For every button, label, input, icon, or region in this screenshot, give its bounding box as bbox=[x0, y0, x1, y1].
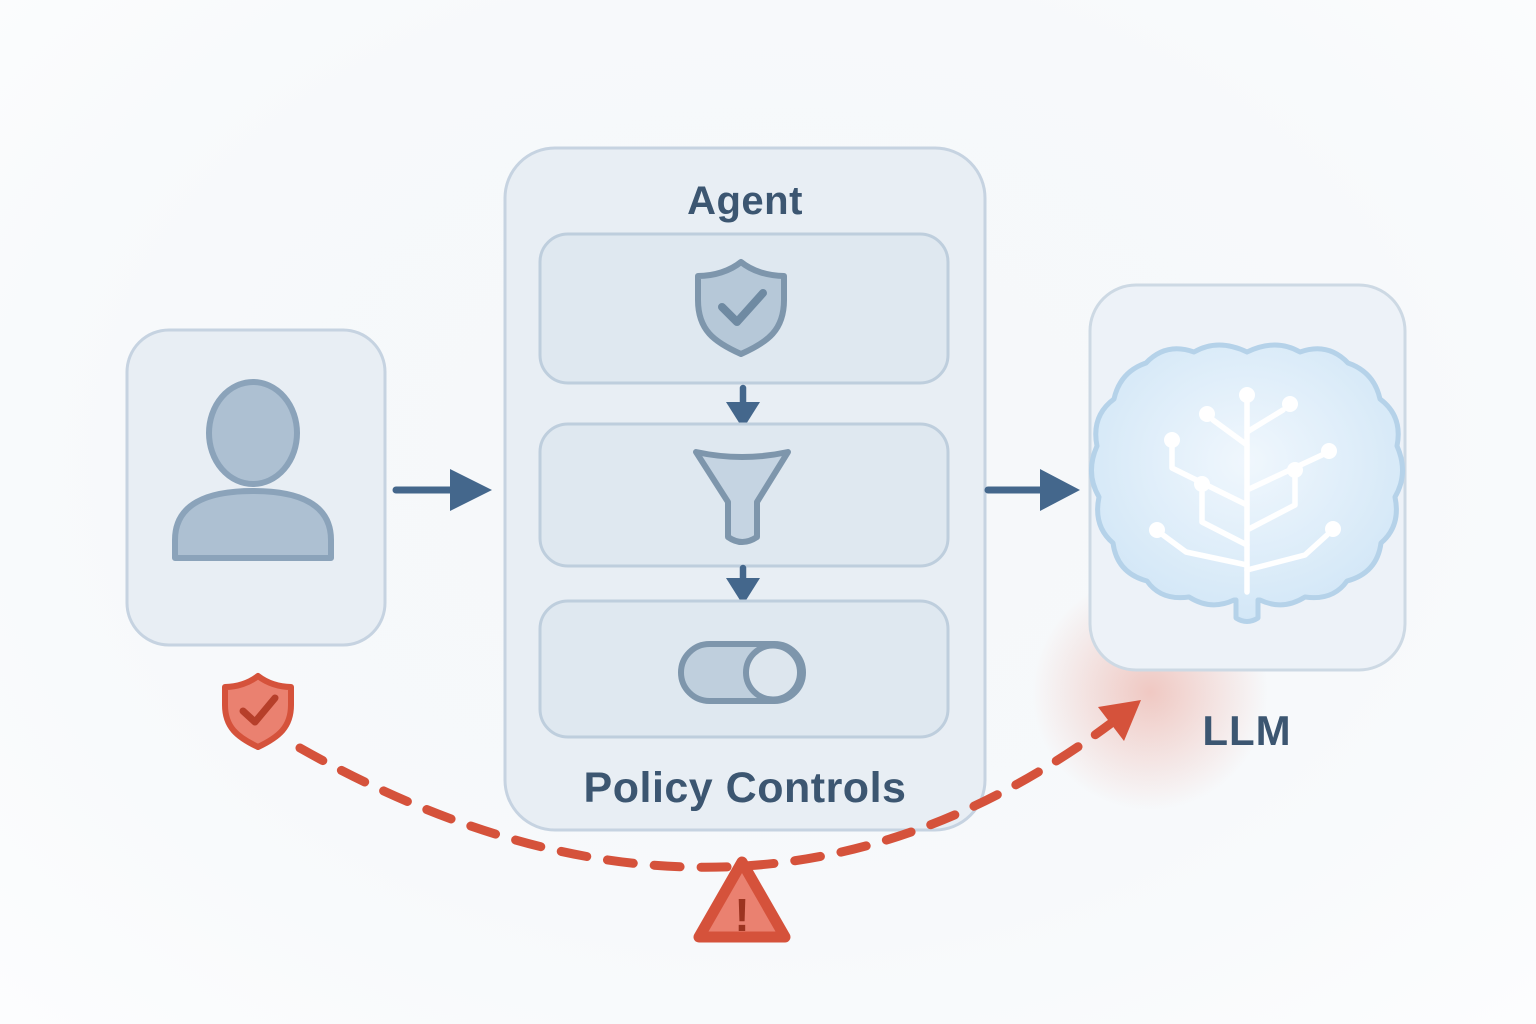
toggle-switch-icon bbox=[678, 641, 806, 704]
user-shoulders-shape bbox=[172, 488, 334, 561]
warning-symbol: ! bbox=[734, 889, 749, 941]
circuit-branch bbox=[1244, 532, 1330, 573]
arrow-step-2-3 bbox=[726, 564, 760, 605]
bypass-route: ! bbox=[222, 673, 1141, 943]
policy-step-toggle bbox=[538, 599, 950, 739]
arrow-head bbox=[1040, 469, 1080, 511]
arrow-agent-to-llm bbox=[984, 469, 1080, 511]
circuit-traces bbox=[1160, 399, 1330, 595]
user-icon bbox=[172, 379, 334, 561]
circuit-nodes bbox=[1149, 387, 1341, 538]
arrow-head bbox=[726, 402, 760, 429]
shield-shape bbox=[695, 259, 787, 357]
circuit-branch bbox=[1244, 475, 1298, 533]
circuit-node bbox=[1325, 521, 1341, 537]
toggle-knob bbox=[743, 642, 803, 703]
funnel-icon bbox=[693, 449, 791, 545]
warning-triangle-shape bbox=[693, 856, 791, 943]
policy-step-filter bbox=[538, 422, 950, 568]
bypass-arrow-head bbox=[1098, 700, 1141, 741]
check-mark bbox=[718, 289, 767, 326]
circuit-node bbox=[1282, 396, 1298, 412]
circuit-node bbox=[1321, 443, 1337, 459]
circuit-node bbox=[1164, 432, 1180, 448]
policy-step-shield bbox=[538, 232, 950, 385]
arrow-step-1-2 bbox=[726, 384, 760, 429]
user-card bbox=[125, 328, 387, 647]
warning-triangle-icon: ! bbox=[693, 856, 791, 943]
circuit-branch bbox=[1244, 452, 1325, 493]
red-check-mark bbox=[239, 694, 279, 726]
agent-title: Agent bbox=[687, 179, 803, 223]
user-head-shape bbox=[206, 379, 300, 487]
shield-check-icon bbox=[695, 259, 787, 357]
circuit-node bbox=[1149, 522, 1165, 538]
circuit-node bbox=[1287, 462, 1303, 478]
arrow-head bbox=[726, 578, 760, 605]
user-card-box bbox=[125, 328, 387, 647]
circuit-node bbox=[1199, 406, 1215, 422]
bypass-dashed-path bbox=[295, 719, 1115, 872]
circuit-branch bbox=[1169, 445, 1250, 508]
llm-card: LLM bbox=[1088, 283, 1407, 754]
agent-panel: Agent bbox=[503, 146, 987, 832]
arrow-user-to-agent bbox=[392, 469, 492, 511]
agent-subtitle: Policy Controls bbox=[584, 764, 907, 812]
circuit-branch bbox=[1199, 489, 1250, 548]
circuit-node bbox=[1239, 387, 1255, 403]
circuit-branch bbox=[1210, 417, 1250, 448]
funnel-shape bbox=[693, 449, 791, 545]
circuit-branch bbox=[1160, 532, 1250, 568]
arrow-head bbox=[450, 469, 492, 511]
llm-label: LLM bbox=[1202, 707, 1291, 754]
circuit-branch bbox=[1244, 407, 1286, 435]
red-shield-shape bbox=[222, 673, 294, 750]
brain-circuit-icon bbox=[1089, 342, 1405, 624]
circuit-node bbox=[1194, 476, 1210, 492]
shield-check-red-icon bbox=[222, 673, 294, 750]
